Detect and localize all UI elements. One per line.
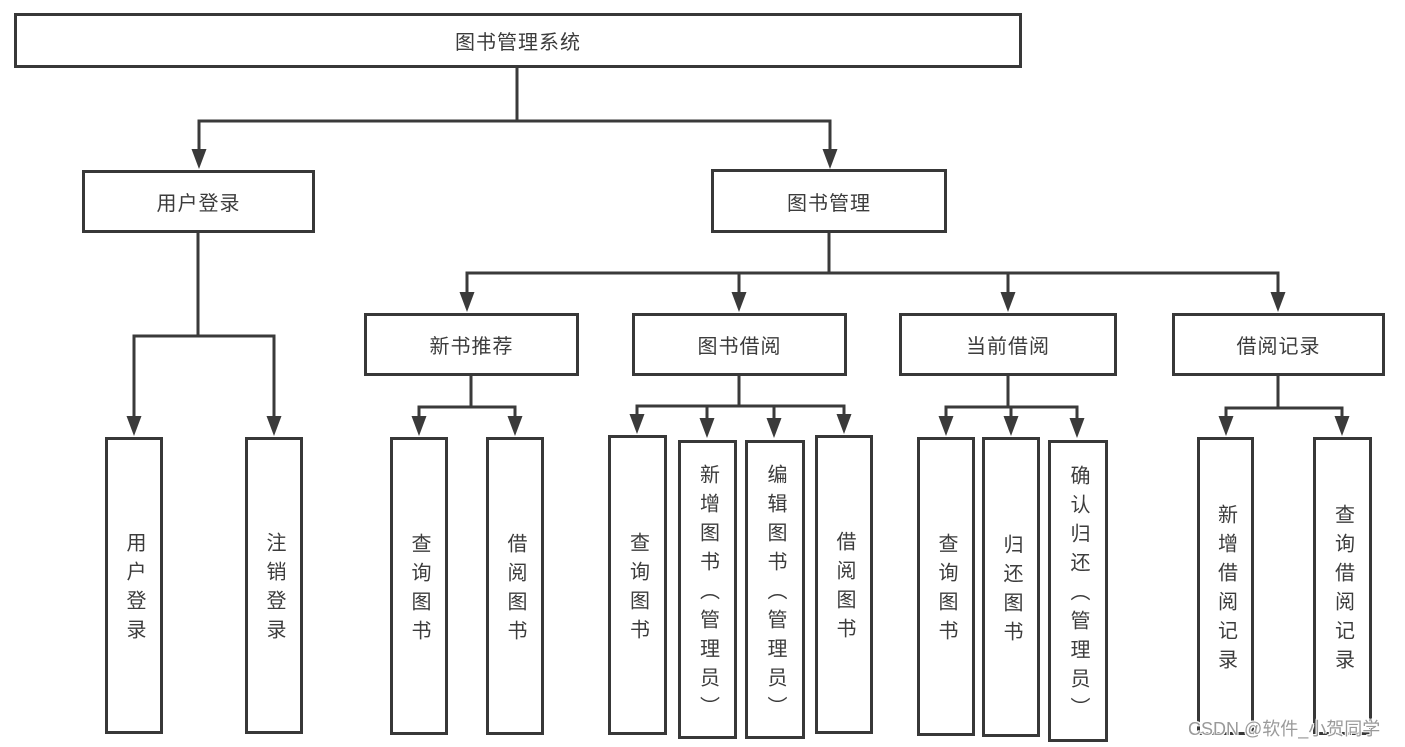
leaf-query-books-borrowing: 查询图书 [608,435,667,735]
leaf-borrow-books-borrowing: 借阅图书 [815,435,873,734]
leaf-logout: 注销登录 [245,437,303,734]
csdn-watermark: CSDN @软件_小贺同学 [1188,719,1381,739]
leaf-return-books: 归还图书 [982,437,1040,737]
node-book-borrowing: 图书借阅 [632,313,847,376]
leaf-add-borrow-record: 新增借阅记录 [1197,437,1254,735]
node-current-borrowing: 当前借阅 [899,313,1117,376]
node-user-login: 用户登录 [82,170,315,233]
leaf-user-login: 用户登录 [105,437,163,734]
node-book-management: 图书管理 [711,169,947,233]
leaf-edit-books-admin: 编辑图书（管理员） [745,440,805,739]
leaf-query-borrow-record: 查询借阅记录 [1313,437,1372,735]
node-borrow-records: 借阅记录 [1172,313,1385,376]
leaf-query-books-current: 查询图书 [917,437,975,736]
leaf-query-books-recommend: 查询图书 [390,437,448,735]
node-new-book-recommend: 新书推荐 [364,313,579,376]
leaf-confirm-return-admin: 确认归还（管理员） [1048,440,1108,742]
leaf-add-books-admin: 新增图书（管理员） [678,440,737,739]
leaf-borrow-books-recommend: 借阅图书 [486,437,544,735]
node-library-management-system: 图书管理系统 [14,13,1022,68]
